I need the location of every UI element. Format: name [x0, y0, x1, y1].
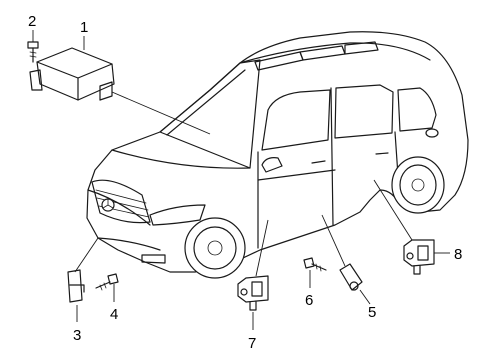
- sensor-part-7: [237, 275, 269, 311]
- bolt-part-4: [95, 273, 119, 291]
- sensor-part-3: [67, 269, 85, 303]
- vehicle-outline: [86, 31, 469, 279]
- screw-part-2: [27, 41, 39, 63]
- bolt-part-6: [303, 257, 327, 272]
- callout-8: 8: [454, 246, 462, 263]
- callout-4: 4: [110, 306, 118, 323]
- callout-5: 5: [368, 304, 376, 321]
- callout-3: 3: [73, 327, 81, 344]
- leader-line-3-to-car: [74, 237, 99, 273]
- sensor-part-5: [339, 263, 363, 291]
- leader-line-5: [359, 289, 371, 305]
- leader-line-1-to-car: [111, 91, 211, 135]
- leader-line-7-to-car: [255, 219, 269, 277]
- airbag-control-module: [29, 47, 115, 101]
- callout-7: 7: [248, 335, 256, 352]
- callout-1: 1: [80, 19, 88, 36]
- leader-line-5-to-car: [321, 214, 346, 267]
- callout-2: 2: [28, 13, 36, 30]
- sensor-part-8: [403, 239, 435, 275]
- leader-line-8-to-car: [373, 179, 413, 241]
- callout-6: 6: [305, 292, 313, 309]
